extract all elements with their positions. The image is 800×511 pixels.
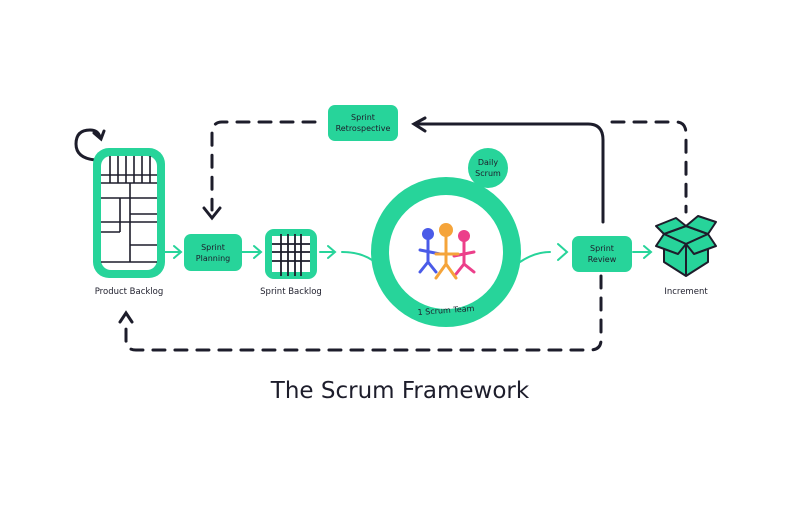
sprint-retrospective-label-line1: Sprint	[351, 113, 375, 122]
people-icon	[418, 223, 476, 280]
scrum-team-ring	[371, 177, 521, 327]
review-to-retro-connector	[416, 122, 605, 224]
sprint-retrospective-label-line2: Retrospective	[335, 124, 391, 133]
grid-list-icon	[101, 156, 157, 263]
increment-to-retro-connector	[610, 120, 688, 214]
daily-scrum-label-line2: Scrum	[475, 169, 501, 178]
increment-label: Increment	[664, 287, 708, 297]
grid-icon	[272, 234, 310, 276]
arrowhead-left-icon	[411, 116, 427, 133]
arrowhead-down-icon	[202, 206, 222, 221]
arrowhead-up-icon	[118, 310, 134, 324]
review-to-backlog-connector	[124, 274, 603, 352]
planning-to-sprintbacklog-arrow	[241, 245, 263, 259]
sprint-backlog-label: Sprint Backlog	[260, 287, 322, 297]
sprint-review-label-line1: Sprint	[590, 244, 614, 253]
diagram-title: The Scrum Framework	[270, 378, 530, 404]
product-backlog-inner	[101, 156, 157, 270]
sprint-backlog-inner	[272, 236, 310, 272]
daily-scrum-label-line1: Daily	[477, 158, 499, 167]
backlog-to-planning-arrow	[162, 245, 183, 259]
daily-scrum-bubble	[468, 148, 508, 188]
box-icon	[655, 215, 717, 277]
review-to-increment-arrow	[632, 245, 653, 259]
sprint-planning-label-line2: Planning	[195, 253, 231, 263]
team-to-review-arrow	[519, 243, 569, 263]
product-backlog-label: Product Backlog	[94, 287, 164, 297]
sprint-review-label-line2: Review	[587, 255, 617, 264]
refine-arrowhead	[92, 129, 106, 142]
refine-cycle-icon	[74, 128, 102, 162]
retro-to-planning-connector	[210, 120, 317, 212]
sprint-planning-label-line1: Sprint	[201, 242, 225, 252]
sprintbacklog-to-team-arrow	[319, 245, 373, 261]
